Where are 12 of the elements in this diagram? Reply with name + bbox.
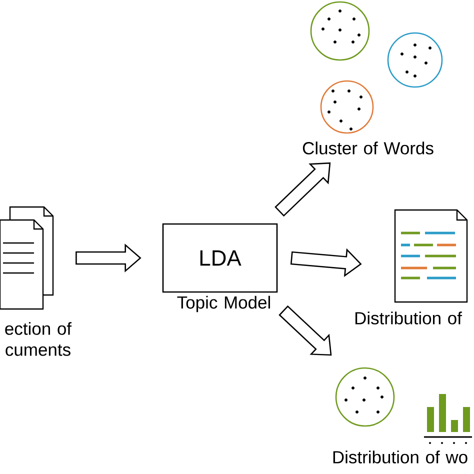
block-arrow [290, 248, 362, 278]
node-label: Cluster of Words [302, 142, 434, 154]
node-label: Distribution of wo [333, 450, 468, 464]
node-label: Topic Model [177, 296, 270, 312]
word-clusters-drawing [310, 1, 443, 134]
node-label: ection of cuments [5, 322, 72, 356]
colored-document-drawing [394, 209, 468, 303]
documents-drawing [0, 206, 54, 310]
word-distribution-drawing [335, 367, 472, 444]
node-label: Distribution of [355, 312, 462, 324]
process-box: LDA [162, 223, 278, 293]
block-arrow [76, 244, 142, 272]
